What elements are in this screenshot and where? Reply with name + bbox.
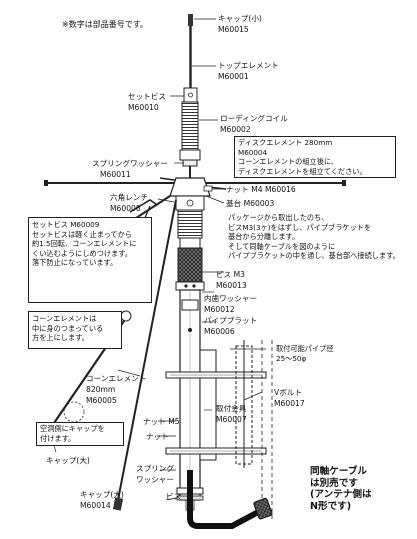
pipe-plate-code: M60006 [204, 327, 235, 336]
disk-element-box: ディスクエレメント 280mm M60004 コーンエレメントの組立後に、 ディ… [234, 136, 396, 178]
spring-washer-code: M60011 [100, 170, 131, 179]
cone-elements [112, 195, 177, 511]
disk-note-line-2: ディスクエレメントを組立てください。 [238, 166, 367, 176]
screw-m3-label: ビス M3 [216, 270, 245, 279]
package-note: パッケージから取出したのち、 ビスM3(3ヶ)をはずし、パイプブラケットを 基台… [228, 213, 400, 261]
loading-coil-part [179, 101, 201, 161]
spring-washer-label: スプリングワッシャー [92, 159, 168, 168]
set-screw-box-line-2: セットビスは軽く止まってから [32, 229, 132, 239]
package-note-line-1: パッケージから取出したのち、 [228, 213, 329, 222]
cone-note-box: コーンエレメントは 中に身のつまっている 方を上にします。 [28, 311, 122, 349]
spring-washer2-label-2: ワッシャー [136, 475, 174, 484]
mounting-pole-outline [261, 340, 273, 520]
leader-lines [51, 18, 266, 501]
pipe-diameter-note: 取付可能パイプ径 25～50φ [276, 344, 334, 363]
inner-washer-code: M60012 [204, 305, 235, 314]
mast-pipe [179, 289, 201, 501]
cone-element-code: M60005 [86, 396, 117, 405]
set-screw-collar [170, 87, 198, 103]
nut-m4-label: ナット M4 M60016 [226, 185, 296, 194]
set-screw-box-line-3: 約1.5回転、コーンエレメントに [32, 239, 137, 249]
base-label: 基台 M60003 [226, 199, 275, 208]
gap-note-line-2: 付けます。 [40, 433, 76, 443]
cap-small-part [188, 14, 193, 26]
set-screw-box-line-1: セットビス M60009 [32, 220, 100, 229]
cap-small-label: キャップ(小) [218, 14, 262, 23]
pipe-plate-label: パイププラット [204, 316, 258, 325]
base-hub [169, 177, 213, 291]
cable-note-line-3: (アンテナ側は [310, 489, 372, 500]
package-note-line-2: ビスM3(3ヶ)をはずし、パイプブラケットを [228, 222, 372, 232]
screw-label: ビス [166, 492, 182, 501]
pipe-diameter-line-2: 25～50φ [276, 353, 307, 363]
v-bolt-code: M60017 [274, 399, 305, 408]
cone-note-line-3: 方を上にします。 [32, 333, 89, 343]
loading-coil-label: ローディングコイル [220, 114, 288, 123]
screw-m3-code: M60013 [216, 281, 247, 290]
set-screw-box-line-5: 落下防止になっています。 [32, 258, 118, 268]
top-element-label: トップエレメント [218, 61, 279, 70]
cone-note-line-1: コーンエレメントは [32, 314, 97, 323]
cable-note: 同軸ケーブル は別売です (アンテナ側は N形です) [310, 466, 372, 512]
inner-washer-label: 内歯ワッシャー [204, 294, 258, 303]
package-note-line-4: そして同軸ケーブルを図のように [228, 241, 336, 251]
disk-note-line-1: コーンエレメントの組立後に、 [238, 157, 339, 167]
disk-element-code: M60004 [238, 147, 268, 157]
top-element-code: M60001 [218, 72, 249, 81]
cable-note-line-4: N形です) [310, 500, 352, 512]
hex-wrench-label: 六角レンチ [110, 193, 148, 202]
cap-large-b-code: M60014 [80, 501, 111, 510]
hex-wrench-part [129, 199, 157, 213]
package-note-line-5: パイプブラケットの中を通し、基台部へ接続します。 [228, 251, 400, 261]
header-note: ※数字は部品番号です。 [62, 20, 148, 29]
spring-washer2-label: スプリング [136, 464, 174, 473]
v-bolt-part [235, 340, 253, 468]
cone-element-label: コーンエレメント [86, 374, 147, 383]
cable-note-line-1: 同軸ケーブル [310, 466, 367, 477]
hex-wrench-code: M60008 [110, 204, 141, 213]
cap-large-a-label: キャップ(大) [46, 456, 90, 465]
nut-label: ナット [146, 432, 169, 441]
coax-cable [187, 470, 273, 529]
set-screw-code: M60010 [128, 103, 159, 112]
gap-note-line-1: 空洞側にキャップを [40, 424, 105, 433]
cap-large-b-label: キャップ(大) [80, 490, 124, 499]
cap-small-code: M60015 [218, 25, 249, 34]
package-note-line-3: 基台から分離します。 [228, 232, 300, 242]
mount-bracket-label: 取付金具 [216, 404, 247, 413]
set-screw-label: セットビス [128, 92, 166, 101]
cone-note-line-2: 中に身のつまっている [32, 323, 104, 333]
nut-m5-label: ナット M5 [143, 417, 180, 426]
v-bolt-label: Vボルト [274, 388, 302, 397]
set-screw-m60009-box: セットビス M60009 セットビスは軽く止まってから 約1.5回転、コーンエレ… [28, 217, 152, 303]
pipe-diameter-line-1: 取付可能パイプ径 [276, 344, 334, 353]
mount-bracket-code: M60007 [216, 415, 247, 424]
gap-cap-box: 空洞側にキャップを 付けます。 [36, 422, 124, 446]
cable-note-line-2: は別売です [310, 477, 358, 489]
set-screw-box-line-4: くい込むようにしめつけます。 [32, 248, 132, 258]
cone-element-length: 820mm [86, 385, 116, 394]
disk-element-label: ディスクエレメント 280mm [238, 138, 333, 147]
loading-coil-code: M60002 [220, 125, 251, 134]
mount-bracket-part [165, 349, 267, 461]
